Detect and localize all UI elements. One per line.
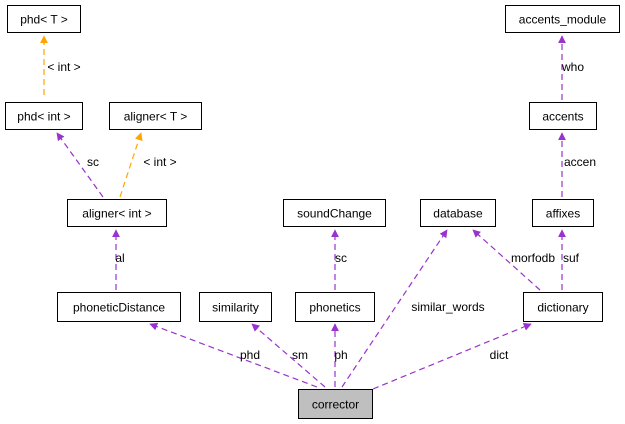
node-box[interactable] [199,292,272,322]
node-box[interactable] [295,292,375,322]
edge-line [119,132,143,198]
edge-label: similar_words [411,300,484,314]
node-box[interactable] [532,199,594,227]
edge-label: < int > [143,155,176,169]
edge-soundChange-to-phonetics: sc [331,229,347,290]
edge-phoneticDistance-to-corrector: phd [149,322,318,388]
node-label: phonetics [309,301,360,315]
node-label: dictionary [537,301,588,315]
node-accents_module[interactable]: accents_module [505,5,620,33]
node-box[interactable] [7,5,81,33]
edge-label: suf [563,251,580,265]
edge-line [372,323,532,390]
edge-label: < int > [47,60,80,74]
edge-database-to-dictionary: morfodb [472,229,555,291]
node-database[interactable]: database [420,199,496,227]
edge-label: who [561,60,584,74]
node-label: aligner< T > [124,110,188,124]
edge-label: accen [564,155,596,169]
node-label: phd< T > [20,13,68,27]
node-box[interactable] [5,102,83,130]
node-phd_T[interactable]: phd< T > [7,5,81,33]
edge-label: dict [490,348,509,362]
node-affixes[interactable]: affixes [532,199,594,227]
node-box[interactable] [283,199,386,227]
edge-line [341,229,448,388]
node-box[interactable] [57,292,181,322]
node-phonetics[interactable]: phonetics [295,292,375,322]
edge-aligner_T-to-aligner_int: < int > [119,132,177,198]
edge-dictionary-to-corrector: dict [372,323,532,390]
edge-affixes-to-dictionary: suf [558,229,580,290]
edge-phd_T-to-phd_int: < int > [40,35,81,95]
node-label: corrector [312,398,359,412]
node-box[interactable] [67,199,167,227]
node-box[interactable] [529,102,597,130]
node-label: aligner< int > [82,207,151,221]
node-box[interactable] [523,292,603,322]
edge-line [472,229,541,291]
node-similarity[interactable]: similarity [199,292,272,322]
edge-label: sm [292,348,308,362]
node-label: affixes [546,207,580,221]
edge-label: sc [87,155,99,169]
node-label: similarity [212,301,259,315]
node-box[interactable] [298,389,373,419]
node-label: phoneticDistance [73,301,165,315]
edge-line [56,132,104,198]
edge-label: morfodb [511,251,555,265]
edge-label: phd [240,348,260,362]
edge-database-to-corrector: similar_words [341,229,485,388]
node-phoneticDistance[interactable]: phoneticDistance [57,292,181,322]
node-box[interactable] [505,5,620,33]
edge-accents-to-affixes: accen [558,132,596,197]
edge-line [251,323,326,388]
node-soundChange[interactable]: soundChange [283,199,386,227]
node-accents[interactable]: accents [529,102,597,130]
edge-label: al [115,251,124,265]
node-aligner_int[interactable]: aligner< int > [67,199,167,227]
edge-similarity-to-corrector: sm [251,323,326,388]
edge-phonetics-to-corrector: ph [331,323,348,387]
node-box[interactable] [109,102,202,130]
node-phd_int[interactable]: phd< int > [5,102,83,130]
node-label: accents_module [519,13,607,27]
edge-label: sc [335,251,347,265]
node-dictionary[interactable]: dictionary [523,292,603,322]
edge-phd_int-to-aligner_int: sc [56,132,104,198]
node-aligner_T[interactable]: aligner< T > [109,102,202,130]
node-label: soundChange [297,207,372,221]
edge-aligner_int-to-phoneticDistance: al [112,229,125,290]
node-label: phd< int > [17,110,70,124]
edge-accents_module-to-accents: who [558,35,584,100]
edge-label: ph [334,348,347,362]
node-corrector[interactable]: corrector [298,389,373,419]
node-box[interactable] [420,199,496,227]
node-label: database [433,207,483,221]
node-label: accents [542,110,583,124]
